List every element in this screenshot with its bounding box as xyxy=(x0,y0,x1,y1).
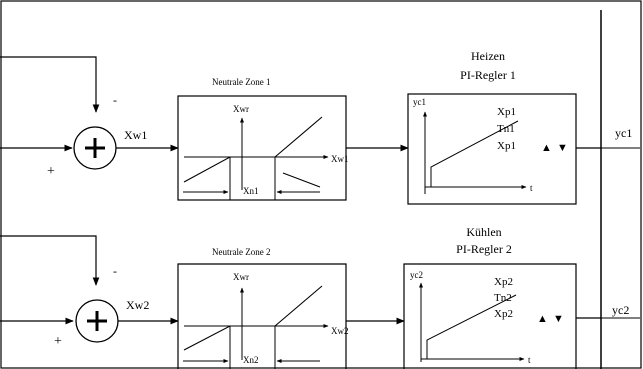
feedback-line-2 xyxy=(0,235,100,286)
zone-y-label-1: Xwr xyxy=(233,104,249,114)
error-signal-label-1: Xw1 xyxy=(124,128,147,142)
zone-width-label-1: Xn1 xyxy=(243,186,259,196)
pi-param-2-2: Tn2 xyxy=(494,292,512,304)
increase-button-2[interactable]: ▲ xyxy=(537,313,548,325)
zone-y-label-2: Xwr xyxy=(233,272,249,282)
decrease-button-1[interactable]: ▼ xyxy=(557,142,568,154)
pi-block-2 xyxy=(403,263,577,369)
pi-step-response-1 xyxy=(430,120,519,187)
sum-minus-label-2: - xyxy=(113,264,117,278)
zone-characteristic-2 xyxy=(183,285,323,351)
mode-title-1: Heizen xyxy=(471,49,505,63)
pi-param-1-1: Xp1 xyxy=(497,106,516,118)
zone-title-1: Neutrale Zone 1 xyxy=(212,77,270,87)
error-signal-label-2: Xw2 xyxy=(126,298,149,312)
output-label-2: yc2 xyxy=(612,303,629,317)
output-label-1: yc1 xyxy=(615,126,632,140)
row-1: - + Xw1 Neutrale Zone 1 Xwr Xw1 Xn1 Heiz… xyxy=(0,49,640,205)
row-2: - + Xw2 Neutrale Zone 2 Xwr Xw2 Xn2 Kühl… xyxy=(0,225,640,369)
summing-junction-1 xyxy=(73,126,117,170)
pi-param-2-1: Tn1 xyxy=(497,123,515,135)
zone-characteristic-1 xyxy=(183,116,323,183)
increase-button-1[interactable]: ▲ xyxy=(541,142,552,154)
zone-x-label-1: Xw1 xyxy=(331,154,349,164)
sum-plus-label-2: + xyxy=(54,334,62,349)
zone-block-2 xyxy=(177,263,347,369)
zone-x-label-2: Xw2 xyxy=(331,326,349,336)
feedback-line-1 xyxy=(0,56,100,113)
pi-param-3-2: Xp2 xyxy=(494,308,513,320)
decrease-button-2[interactable]: ▼ xyxy=(553,313,564,325)
regler-title-1: PI-Regler 1 xyxy=(460,68,516,82)
pi-step-response-2 xyxy=(426,294,517,359)
summing-junction-2 xyxy=(75,299,119,343)
zone-width-label-2: Xn2 xyxy=(243,355,259,365)
pi-param-3-1: Xp1 xyxy=(497,140,516,152)
pi-y-label-1: yc1 xyxy=(413,97,426,107)
pi-y-label-2: yc2 xyxy=(410,270,423,280)
zone-title-2: Neutrale Zone 2 xyxy=(212,247,270,257)
zone-diag-1 xyxy=(282,172,321,188)
zone-block-1 xyxy=(177,95,347,201)
sum-minus-label-1: - xyxy=(113,93,117,107)
mode-title-2: Kühlen xyxy=(466,225,501,239)
pi-param-1-2: Xp2 xyxy=(494,276,513,288)
pi-x-label-1: t xyxy=(530,183,533,193)
sum-plus-label-1: + xyxy=(47,164,55,179)
pi-block-1 xyxy=(407,93,577,205)
pi-x-label-2: t xyxy=(528,355,531,365)
regler-title-2: PI-Regler 2 xyxy=(456,242,512,256)
